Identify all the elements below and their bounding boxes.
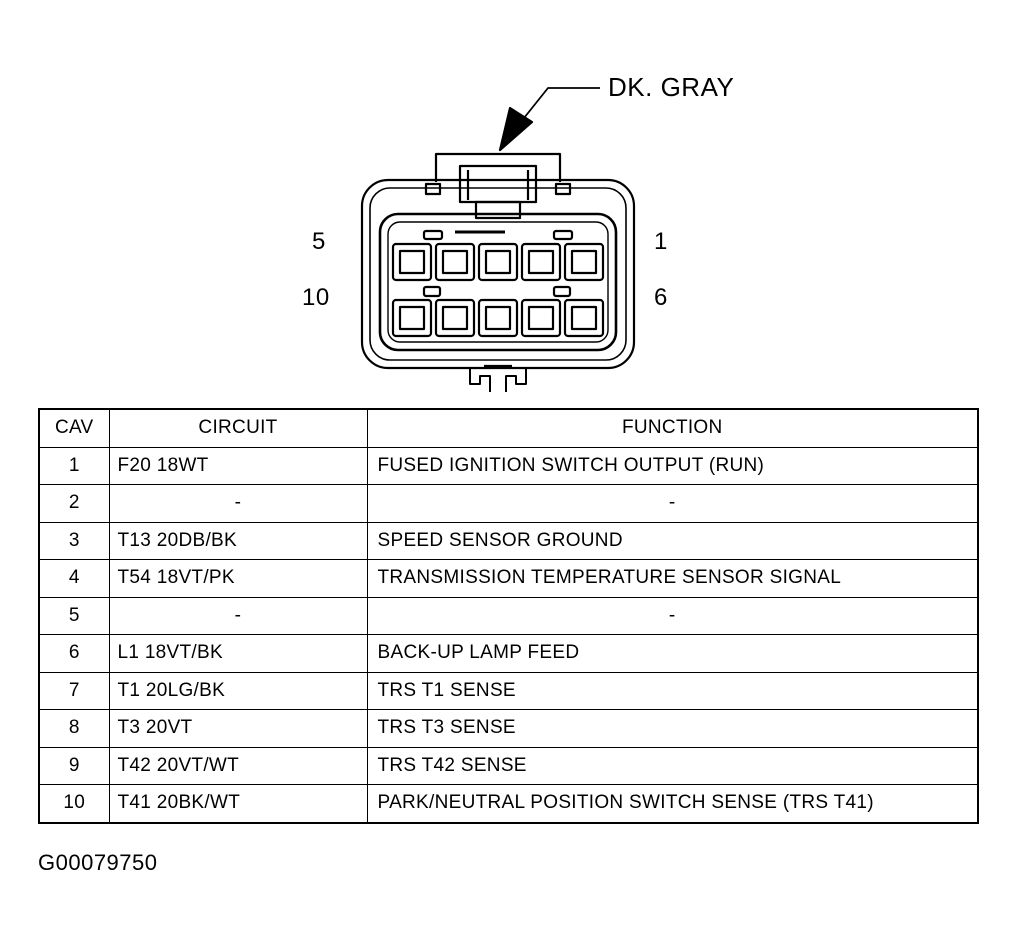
circuit-cell: F20 18WT bbox=[108, 446, 368, 485]
cav-cell: 6 bbox=[38, 634, 110, 673]
table-row: 5 - - bbox=[38, 596, 979, 635]
color-leader-arrow bbox=[498, 87, 600, 152]
header-cav: CAV bbox=[38, 408, 110, 448]
connector-diagram bbox=[360, 87, 636, 392]
cavity-row-top bbox=[391, 242, 605, 282]
table-row: 8 T3 20VT TRS T3 SENSE bbox=[38, 709, 979, 748]
table-row: 7 T1 20LG/BK TRS T1 SENSE bbox=[38, 671, 979, 710]
cavity-label-top-left: 5 bbox=[312, 228, 326, 255]
cavity-label-top-right: 1 bbox=[654, 228, 668, 255]
circuit-cell: T41 20BK/WT bbox=[108, 784, 368, 823]
circuit-cell: - bbox=[108, 596, 368, 635]
table-row: 10 T41 20BK/WT PARK/NEUTRAL POSITION SWI… bbox=[38, 784, 979, 823]
circuit-cell: T42 20VT/WT bbox=[108, 746, 368, 785]
cav-cell: 1 bbox=[38, 446, 110, 485]
table-header-row: CAV CIRCUIT FUNCTION bbox=[38, 408, 979, 448]
cav-cell: 7 bbox=[38, 671, 110, 710]
connector-latch bbox=[434, 152, 562, 220]
cav-cell: 5 bbox=[38, 596, 110, 635]
function-cell: BACK-UP LAMP FEED bbox=[366, 634, 979, 673]
function-cell: - bbox=[366, 596, 979, 635]
function-cell: TRANSMISSION TEMPERATURE SENSOR SIGNAL bbox=[366, 559, 979, 598]
cav-cell: 4 bbox=[38, 559, 110, 598]
circuit-cell: L1 18VT/BK bbox=[108, 634, 368, 673]
table-row: 2 - - bbox=[38, 484, 979, 523]
circuit-cell: T1 20LG/BK bbox=[108, 671, 368, 710]
cav-cell: 3 bbox=[38, 521, 110, 560]
table-row: 4 T54 18VT/PK TRANSMISSION TEMPERATURE S… bbox=[38, 559, 979, 598]
circuit-cell: T54 18VT/PK bbox=[108, 559, 368, 598]
cavity-label-bottom-left: 10 bbox=[302, 284, 330, 311]
connector-color-label: DK. GRAY bbox=[608, 72, 735, 102]
pinout-table: CAV CIRCUIT FUNCTION 1 F20 18WT FUSED IG… bbox=[38, 408, 979, 824]
function-cell: TRS T1 SENSE bbox=[366, 671, 979, 710]
function-cell: PARK/NEUTRAL POSITION SWITCH SENSE (TRS … bbox=[366, 784, 979, 823]
circuit-cell: - bbox=[108, 484, 368, 523]
cav-cell: 8 bbox=[38, 709, 110, 748]
cav-cell: 10 bbox=[38, 784, 110, 823]
table-row: 3 T13 20DB/BK SPEED SENSOR GROUND bbox=[38, 521, 979, 560]
cav-cell: 2 bbox=[38, 484, 110, 523]
header-function: FUNCTION bbox=[366, 408, 979, 448]
table-row: 1 F20 18WT FUSED IGNITION SWITCH OUTPUT … bbox=[38, 446, 979, 485]
function-cell: TRS T42 SENSE bbox=[366, 746, 979, 785]
function-cell: FUSED IGNITION SWITCH OUTPUT (RUN) bbox=[366, 446, 979, 485]
connector-housing bbox=[360, 178, 636, 392]
table-row: 6 L1 18VT/BK BACK-UP LAMP FEED bbox=[38, 634, 979, 673]
circuit-cell: T3 20VT bbox=[108, 709, 368, 748]
function-cell: SPEED SENSOR GROUND bbox=[366, 521, 979, 560]
table-row: 9 T42 20VT/WT TRS T42 SENSE bbox=[38, 746, 979, 785]
circuit-cell: T13 20DB/BK bbox=[108, 521, 368, 560]
figure-id: G00079750 bbox=[38, 850, 158, 875]
cavity-row-bottom bbox=[391, 298, 605, 338]
cav-cell: 9 bbox=[38, 746, 110, 785]
header-circuit: CIRCUIT bbox=[108, 408, 368, 448]
function-cell: TRS T3 SENSE bbox=[366, 709, 979, 748]
function-cell: - bbox=[366, 484, 979, 523]
cavity-label-bottom-right: 6 bbox=[654, 284, 668, 311]
